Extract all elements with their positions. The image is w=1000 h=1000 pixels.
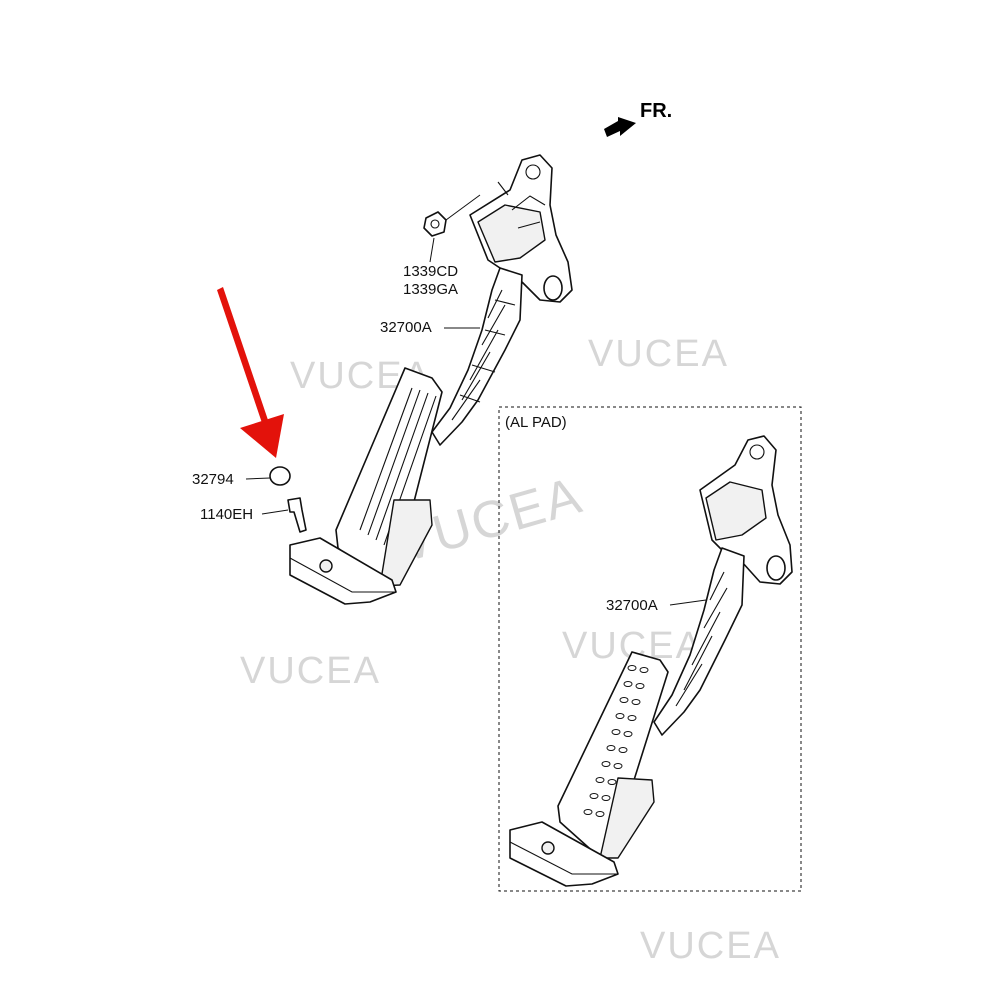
watermark: VUCEA (640, 925, 781, 967)
nut-icon (423, 211, 447, 237)
bolt-part (261, 497, 307, 533)
floor-plate (289, 537, 397, 605)
front-arrow-icon (604, 117, 636, 137)
inset-pedal-arm (653, 547, 745, 736)
stopper-cap-icon (269, 466, 291, 486)
stopper-boss (319, 559, 333, 573)
pivot-hole (525, 164, 541, 180)
bolt-icon (287, 497, 307, 533)
callout-bolt: 1140EH (200, 506, 253, 523)
al-pad-inset: (AL PAD) (498, 406, 802, 892)
watermark: VUCEA (588, 333, 729, 375)
nut-leader-line (445, 194, 481, 221)
arm-ribs (451, 289, 516, 421)
inset-pivot-hole (749, 444, 765, 460)
callout-stopper: 32794 (192, 471, 234, 488)
front-label: FR. (640, 100, 672, 122)
highlight-arrow-icon (217, 287, 284, 458)
floor-plate-edge (289, 557, 396, 593)
inset-callout-pedal-assembly: 32700A (606, 597, 658, 614)
highlight-arrow-shaft (217, 287, 268, 423)
inset-frame (498, 406, 802, 892)
pad-bracket (379, 499, 433, 587)
housing-front-face (477, 204, 546, 263)
stopper-part (245, 466, 291, 486)
inset-title: (AL PAD) (505, 414, 567, 431)
inset-pad-perforations (583, 665, 649, 817)
nut-part (423, 194, 481, 237)
pad-grooves (359, 387, 437, 546)
watermark: VUCEA (240, 650, 381, 692)
inset-floor-plate-edge (509, 841, 618, 875)
lower-mount-hole (543, 275, 563, 301)
callout-pedal-assembly: 32700A (380, 319, 432, 336)
main-pedal-assembly (289, 154, 573, 605)
inset-lower-mount-hole (766, 555, 786, 581)
callout-nut-b: 1339GA (403, 281, 458, 298)
pedal-arm (431, 267, 523, 446)
inset-stopper-boss (541, 841, 555, 855)
housing-detail (497, 181, 546, 229)
inset-pad-bracket (599, 777, 655, 859)
stopper-leader-line (245, 477, 271, 480)
inset-arm-ribs (675, 571, 728, 707)
inset-pedal-assembly-leader (669, 599, 707, 606)
inset-housing-front-face (705, 481, 767, 541)
bolt-leader-line (261, 509, 289, 515)
nut-bore (430, 219, 440, 229)
front-direction-indicator: FR. (604, 100, 672, 137)
inset-floor-plate (509, 821, 619, 887)
callout-nut-a: 1339CD (403, 263, 458, 280)
nut-label-leader (429, 237, 435, 263)
highlight-arrow-head (240, 414, 284, 458)
